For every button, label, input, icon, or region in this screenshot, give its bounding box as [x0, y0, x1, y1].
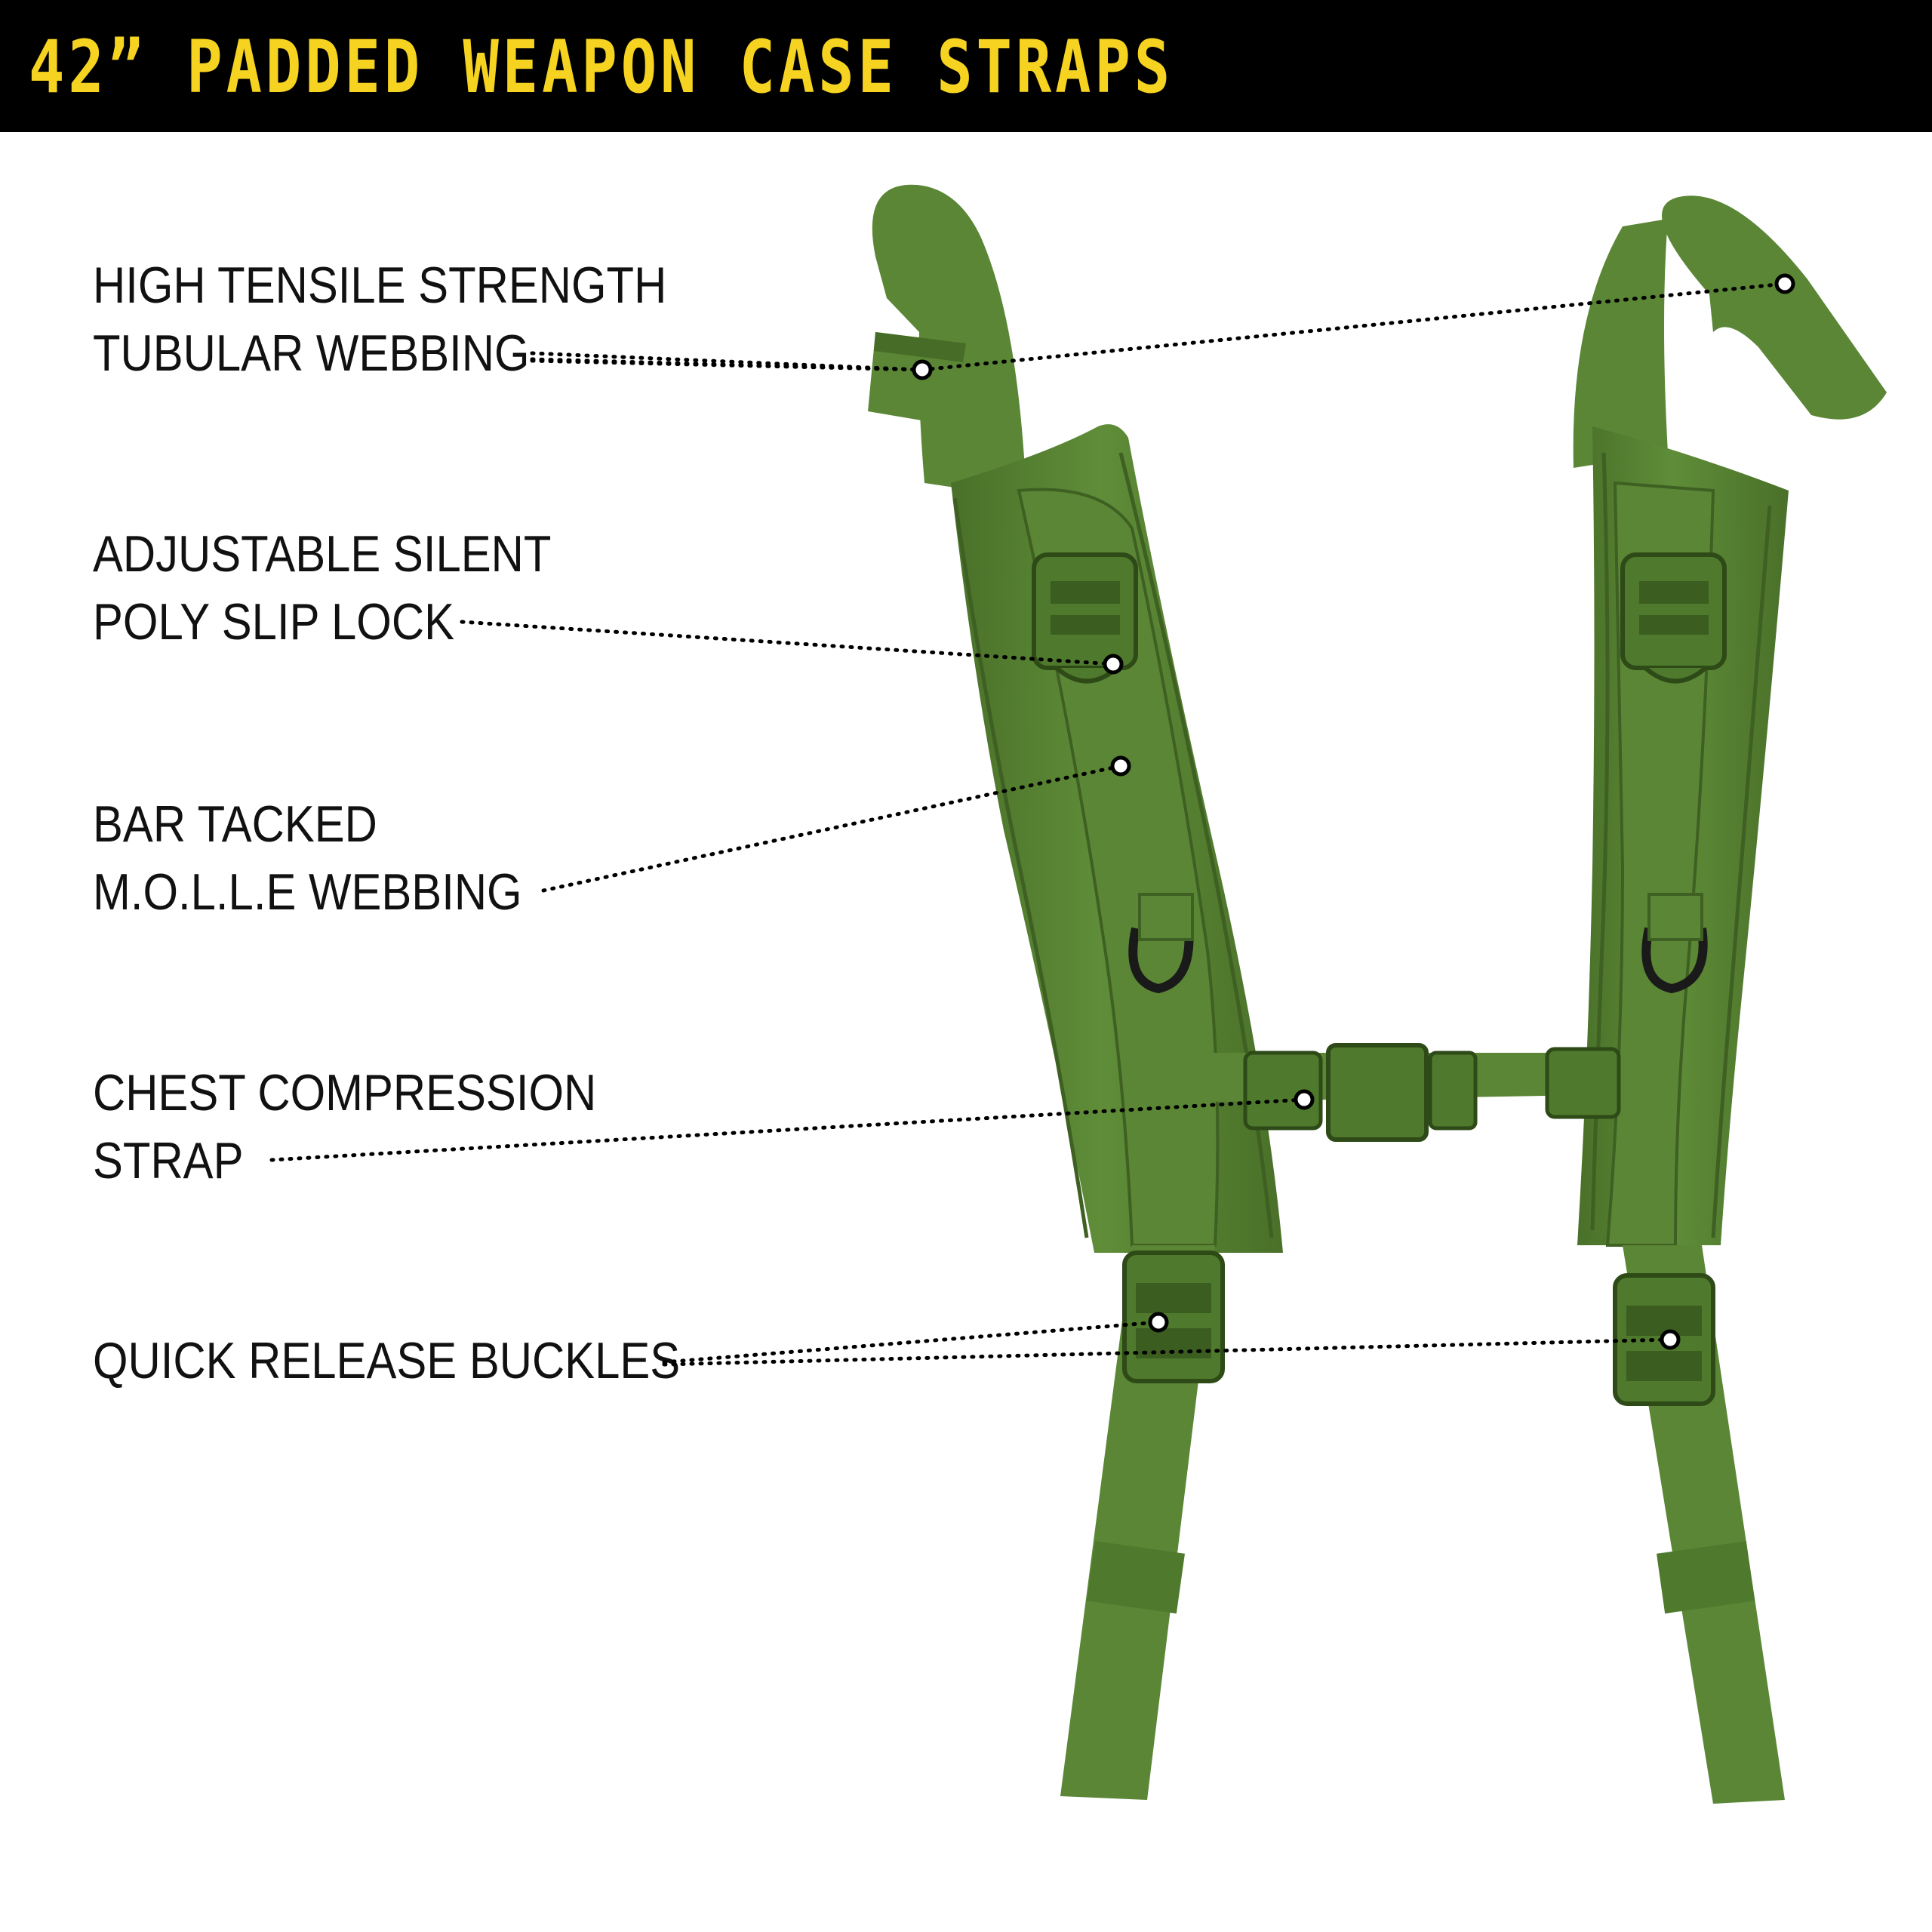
- callout-webbing-line-2: TUBULAR WEBBING: [93, 325, 530, 382]
- page-title: 42” PADDED WEAPON CASE STRAPS: [29, 25, 1174, 109]
- molle-target: [1110, 755, 1131, 777]
- slip-lock-target: [1103, 654, 1124, 675]
- callout-chest-strap-line-2: STRAP: [93, 1132, 244, 1189]
- webbing-target-right: [1774, 273, 1795, 294]
- right-shoulder-strap: [1573, 195, 1887, 1804]
- buckle-target-right: [1660, 1329, 1681, 1350]
- callout-leader-lines: [269, 281, 1787, 1367]
- chest-compression-strap: [1208, 1043, 1630, 1142]
- chest-strap-target: [1294, 1089, 1315, 1110]
- callout-target-markers: [912, 273, 1795, 1350]
- callout-slip-lock-line-2: POLY SLIP LOCK: [93, 593, 454, 651]
- buckle-target-left: [1148, 1312, 1169, 1333]
- callout-buckles-line-1: QUICK RELEASE BUCKLES: [93, 1332, 681, 1389]
- callout-webbing-line-1: HIGH TENSILE STRENGTH: [93, 257, 667, 314]
- callout-molle-line-1: BAR TACKED: [93, 795, 377, 853]
- callout-chest-strap-line-1: CHEST COMPRESSION: [93, 1064, 597, 1121]
- webbing-target-left: [912, 359, 933, 380]
- left-shoulder-strap: [868, 184, 1283, 1800]
- header-banner: 42” PADDED WEAPON CASE STRAPS: [0, 0, 1932, 132]
- callout-slip-lock-line-1: ADJUSTABLE SILENT: [93, 525, 552, 583]
- callout-molle-line-2: M.O.L.L.E WEBBING: [93, 863, 522, 921]
